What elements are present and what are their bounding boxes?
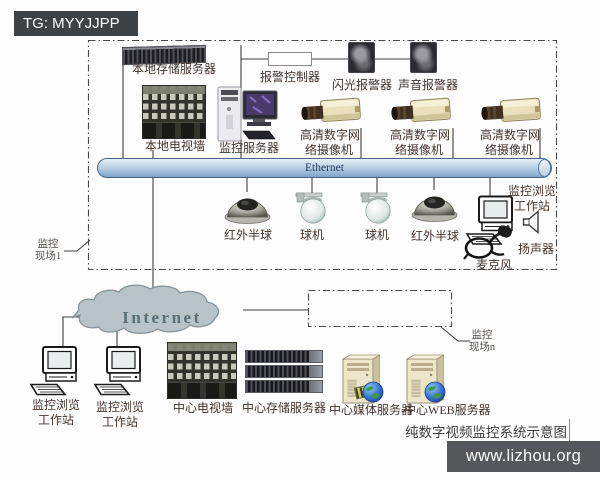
hd-camera-1-image (300, 94, 364, 128)
monitor-server-label: 监控服务器 (219, 141, 280, 155)
siten-tag: 监控 现场n (468, 330, 496, 353)
site1-boundary (87, 39, 558, 271)
sound-alarm-image (410, 42, 437, 73)
ball-camera-2-label: 球机 (364, 228, 389, 242)
flash-alarm-image (348, 42, 375, 73)
sound-alarm-label: 声音报警器 (398, 78, 459, 92)
center-storage-server-label: 中心存储服务器 (242, 401, 327, 415)
hd-camera-2-image (390, 94, 454, 128)
speaker-label: 扬声器 (517, 242, 554, 256)
microphone-icon (462, 222, 514, 262)
server-unit (245, 350, 323, 363)
media-server-globe-icon (362, 381, 384, 403)
ir-dome-2-image (411, 189, 458, 222)
ethernet-label: Ethernet (305, 162, 344, 174)
media-server-label: 中心媒体服务器 (329, 403, 414, 417)
microphone-label: 麦克风 (475, 258, 512, 272)
ball-camera-1-label: 球机 (299, 228, 324, 242)
watermark-top: TG: MYYJJPP (14, 11, 138, 36)
server-unit (245, 380, 323, 393)
ir-dome-1-label: 红外半球 (223, 228, 272, 242)
watermark-bottom: www.lizhou.org (447, 441, 600, 472)
siten-boundary (307, 289, 453, 328)
internet-cloud: Internet (72, 284, 220, 335)
center-tv-wall-image (167, 342, 237, 399)
diagram-caption: 纯数字视频监控系统示意图 (405, 425, 567, 440)
alarm-controller-box (268, 52, 312, 66)
hd-camera-1-label: 高清数字网 络摄像机 (300, 128, 361, 157)
center-workstation-2-image (92, 345, 148, 398)
ball-camera-1-image (293, 192, 331, 225)
center-workstation-1-label: 监控浏览 工作站 (31, 398, 80, 427)
local-tv-wall-image (142, 85, 206, 139)
hd-camera-3-label: 高清数字网 络摄像机 (480, 128, 541, 157)
web-server-globe-icon (424, 381, 446, 403)
center-tv-wall-label: 中心电视墙 (172, 401, 233, 415)
center-workstation-2-label: 监控浏览 工作站 (95, 400, 144, 429)
center-workstation-1-image (28, 345, 84, 398)
monitor-server-image (217, 85, 279, 145)
local-tv-wall-label: 本地电视墙 (145, 139, 206, 153)
hd-camera-3-image (480, 94, 544, 128)
local-storage-server-label: 本地存储服务器 (131, 62, 216, 76)
ball-camera-2-image (358, 192, 396, 225)
site1-workstation-label: 监控浏览 工作站 (507, 184, 556, 213)
web-server-label: 中心WEB服务器 (404, 403, 491, 417)
ir-dome-2-label: 红外半球 (410, 229, 459, 243)
ethernet-bus: Ethernet (97, 158, 552, 178)
site1-tag: 监控 现场1 (34, 239, 62, 262)
ir-dome-1-image (224, 191, 271, 224)
hd-camera-2-label: 高清数字网 络摄像机 (390, 128, 451, 157)
flash-alarm-label: 闪光报警器 (332, 78, 393, 92)
center-storage-server-image (245, 350, 323, 395)
server-unit (245, 365, 323, 378)
internet-label: Internet (122, 308, 201, 327)
alarm-controller-label: 报警控制器 (260, 70, 321, 84)
